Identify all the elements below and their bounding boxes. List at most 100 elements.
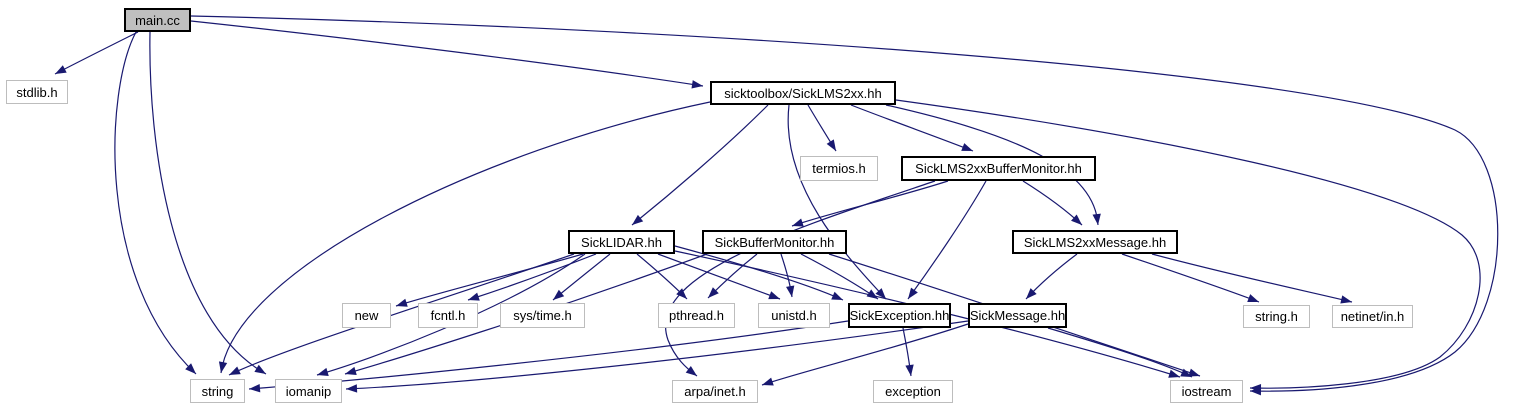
arrowhead: [229, 366, 241, 375]
graph-node-label: arpa/inet.h: [684, 384, 746, 399]
arrowhead: [792, 218, 804, 227]
graph-node-arpa: arpa/inet.h: [672, 380, 758, 403]
edge-SickBufferMonitor.hh-to-SickException.hh: [800, 253, 879, 300]
graph-node-new: new: [342, 303, 391, 328]
graph-node-label: SickMessage.hh: [969, 308, 1066, 323]
edge-SickException.hh-to-exception: [902, 327, 914, 377]
edge-SickLMS2xxBufferMonitor.hh-to-SickBufferMonitor.hh: [791, 180, 949, 227]
edge-main.cc-to-stdlib.h: [54, 31, 139, 75]
arrowhead: [1092, 213, 1101, 225]
arrowhead: [1026, 288, 1037, 299]
arrowhead: [55, 65, 67, 74]
graph-node-slmsg[interactable]: SickLMS2xxMessage.hh: [1012, 230, 1178, 254]
graph-node-label: iomanip: [285, 383, 332, 399]
graph-node-iostream: iostream: [1170, 380, 1243, 403]
graph-node-label: unistd.h: [771, 308, 817, 323]
edge-main.cc-to-string: [114, 31, 197, 375]
edge-SickBufferMonitor.hh-to-iomanip: [344, 253, 708, 375]
arrowhead: [218, 361, 228, 373]
graph-node-label: pthread.h: [669, 308, 724, 323]
graph-node-label: string.h: [1255, 309, 1298, 324]
arrowhead: [185, 363, 196, 374]
arrowhead: [691, 80, 703, 89]
arrowhead: [768, 291, 780, 300]
arrowhead: [632, 214, 644, 225]
arrowhead: [1188, 368, 1200, 377]
graph-node-termios: termios.h: [800, 156, 878, 181]
graph-node-slbm[interactable]: SickLMS2xxBufferMonitor.hh: [901, 156, 1096, 181]
arrowhead: [961, 143, 973, 151]
graph-node-label: sys/time.h: [513, 308, 572, 323]
edge-main.cc-to-sicktoolbox/SickLMS2xx.hh: [190, 20, 704, 89]
arrowhead: [908, 287, 918, 299]
graph-node-iomanip: iomanip: [275, 379, 342, 403]
graph-node-label: new: [354, 308, 379, 323]
edge-sicktoolbox/SickLMS2xx.hh-to-string: [218, 101, 711, 374]
edge-SickLMS2xxMessage.hh-to-SickMessage.hh: [1025, 253, 1078, 300]
arrowhead: [866, 289, 878, 299]
arrowhead: [786, 285, 795, 297]
graph-node-label: SickException.hh: [849, 308, 950, 323]
edge-SickBufferMonitor.hh-to-unistd.h: [780, 253, 795, 298]
graph-node-label: SickLMS2xxMessage.hh: [1023, 234, 1167, 250]
graph-node-main: main.cc: [124, 8, 191, 32]
edge-sicktoolbox/SickLMS2xx.hh-to-termios.h: [807, 104, 837, 152]
edge-sicktoolbox/SickLMS2xx.hh-to-SickLMS2xxMessage.hh: [885, 104, 1101, 226]
graph-node-stringh: string.h: [1243, 305, 1310, 328]
arrowhead: [1071, 214, 1082, 225]
arrowhead: [346, 384, 358, 393]
graph-node-label: netinet/in.h: [1340, 309, 1405, 324]
edge-SickLMS2xxBufferMonitor.hh-to-SickException.hh: [907, 180, 987, 300]
edge-SickLIDAR.hh-to-pthread.h: [636, 253, 688, 300]
arrowhead: [831, 291, 843, 300]
edge-SickLMS2xxMessage.hh-to-netinet/in.h: [1151, 253, 1353, 304]
graph-node-sickex[interactable]: SickException.hh: [848, 303, 951, 328]
graph-node-label: string: [201, 383, 234, 399]
arrowhead: [875, 288, 886, 299]
edge-main.cc-to-iomanip: [149, 31, 267, 375]
graph-node-sbm[interactable]: SickBufferMonitor.hh: [702, 230, 847, 254]
edge-SickLIDAR.hh-to-iomanip: [316, 253, 586, 376]
arrowhead: [1168, 369, 1180, 378]
graph-node-label: SickLMS2xxBufferMonitor.hh: [915, 161, 1082, 176]
graph-node-string: string: [190, 379, 245, 403]
arrowhead: [317, 367, 329, 376]
edge-SickLMS2xxMessage.hh-to-string.h: [1121, 253, 1260, 303]
edge-SickLIDAR.hh-to-fcntl.h: [467, 253, 597, 301]
arrowhead: [1180, 368, 1192, 377]
graph-node-label: SickBufferMonitor.hh: [714, 234, 835, 250]
graph-node-lidar[interactable]: SickLIDAR.hh: [568, 230, 675, 254]
arrowhead: [1250, 383, 1262, 393]
edge-SickMessage.hh-to-iostream: [1047, 327, 1193, 378]
arrowhead: [1247, 294, 1259, 303]
arrowhead: [826, 139, 836, 151]
graph-node-label: sicktoolbox/SickLMS2xx.hh: [724, 85, 882, 101]
arrowhead: [708, 287, 719, 298]
arrowhead: [468, 292, 480, 301]
graph-node-netinet: netinet/in.h: [1332, 305, 1413, 328]
edge-SickLIDAR.hh-to-unistd.h: [657, 253, 781, 300]
edge-sicktoolbox/SickLMS2xx.hh-to-SickLMS2xxBufferMonitor.hh: [850, 104, 974, 152]
graph-node-unistd: unistd.h: [758, 303, 830, 328]
edge-SickBufferMonitor.hh-to-pthread.h: [707, 253, 758, 299]
graph-node-sickmsg[interactable]: SickMessage.hh: [968, 303, 1067, 328]
arrowhead: [676, 288, 687, 299]
edge-SickLIDAR.hh-to-new: [395, 253, 584, 307]
graph-node-label: main.cc: [135, 12, 180, 28]
graph-node-label: termios.h: [812, 161, 866, 176]
arrowhead: [553, 289, 565, 300]
graph-node-systime: sys/time.h: [500, 303, 585, 328]
arrowhead: [249, 383, 261, 393]
arrowhead: [905, 364, 914, 376]
graph-node-label: SickLIDAR.hh: [581, 234, 662, 250]
edge-SickLIDAR.hh-to-sys/time.h: [552, 253, 611, 301]
graph-node-stdlib: stdlib.h: [6, 80, 68, 104]
edge-sicktoolbox/SickLMS2xx.hh-to-SickLIDAR.hh: [631, 104, 769, 226]
edge-sicktoolbox/SickLMS2xx.hh-to-SickException.hh: [787, 104, 887, 300]
graph-node-label: iostream: [1181, 384, 1232, 399]
arrowhead: [685, 365, 697, 376]
graph-node-lms2xx[interactable]: sicktoolbox/SickLMS2xx.hh: [710, 81, 896, 105]
arrowhead: [762, 377, 774, 386]
